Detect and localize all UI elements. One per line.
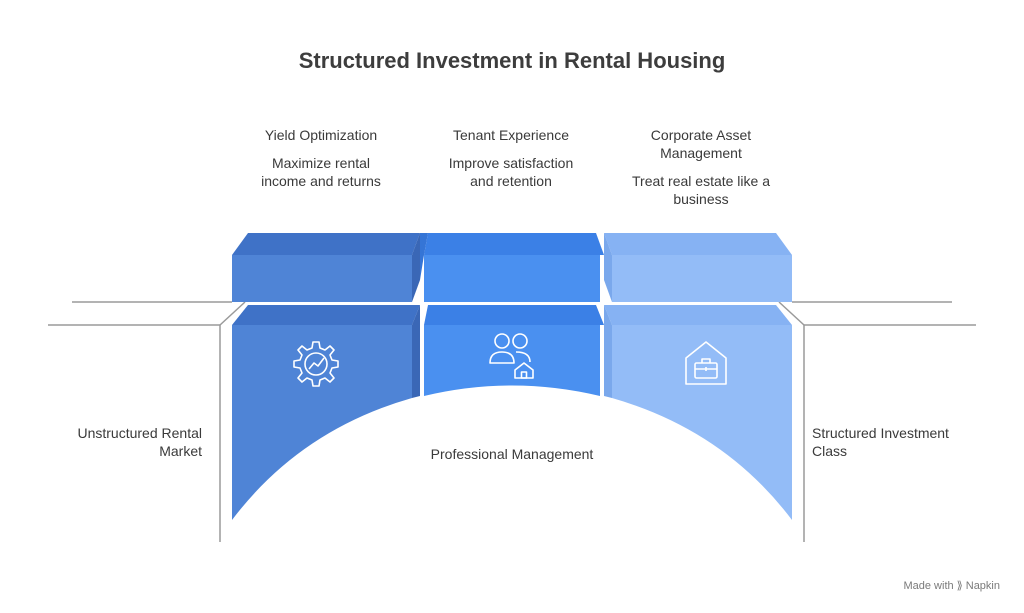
column-yield-optimization: Yield Optimization Maximize rental incom… — [236, 126, 406, 190]
right-side-label: Structured Investment Class — [812, 425, 949, 459]
upper-block-yield — [232, 233, 420, 302]
column-description: Treat real estate like a business — [632, 173, 770, 207]
column-heading: Yield Optimization — [264, 127, 378, 143]
column-heading: Tenant Experience — [453, 127, 569, 143]
right-connector — [778, 301, 805, 326]
napkin-logo-icon: ⟫ — [956, 580, 963, 592]
people-home-icon — [489, 333, 534, 379]
credit-prefix: Made with — [903, 580, 954, 592]
credit-brand: Napkin — [965, 580, 1000, 592]
left-side-label: Unstructured Rental Market — [77, 425, 202, 459]
lower-block-corporate — [604, 305, 792, 520]
column-description: Improve satisfaction and retention — [448, 155, 574, 189]
upper-block-corporate — [604, 233, 792, 302]
gear-chart-icon — [293, 341, 339, 387]
left-connector — [219, 301, 246, 326]
upper-block-tenant — [420, 233, 604, 302]
house-briefcase-icon — [685, 341, 727, 385]
made-with-credit: Made with⟫Napkin — [903, 579, 1000, 592]
column-description: Maximize rental income and returns — [261, 155, 381, 189]
column-tenant-experience: Tenant Experience Improve satisfaction a… — [426, 126, 596, 190]
center-label: Professional Management — [430, 446, 594, 462]
column-corporate-asset-management: Corporate Asset Management Treat real es… — [614, 126, 788, 208]
column-heading: Corporate Asset Management — [650, 127, 752, 161]
page-title: Structured Investment in Rental Housing — [298, 48, 726, 73]
lower-block-tenant — [424, 305, 604, 396]
lower-block-yield — [232, 305, 420, 520]
